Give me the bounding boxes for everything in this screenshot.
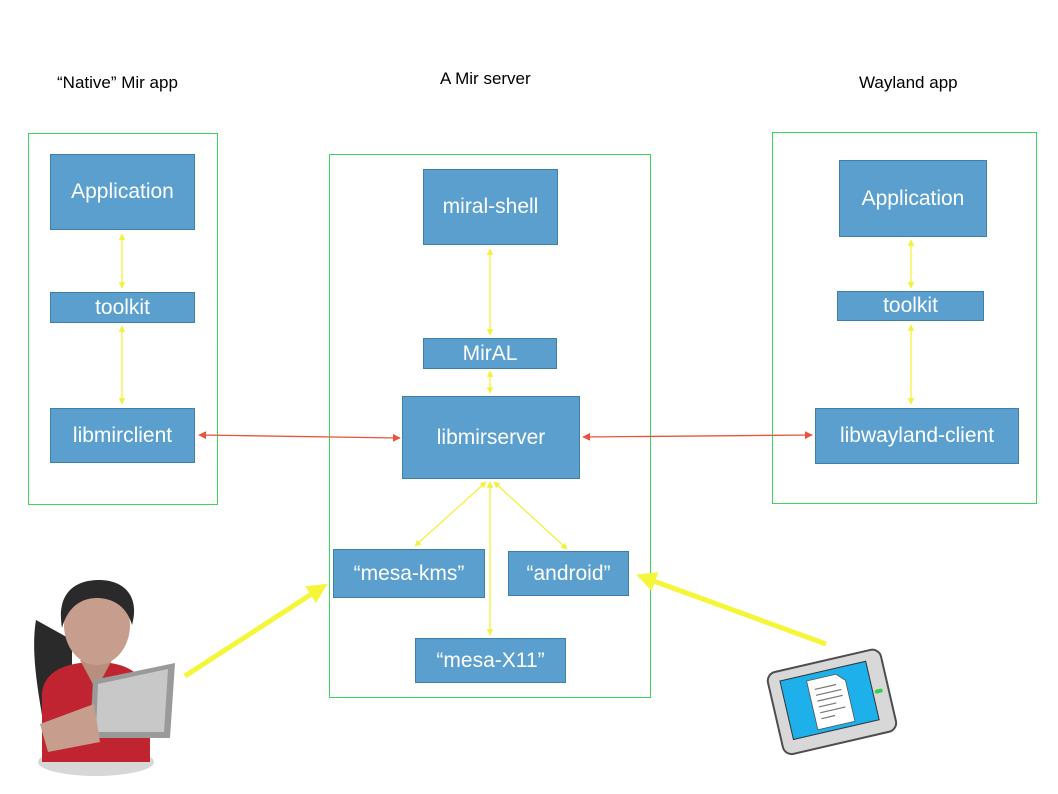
native-app-heading: “Native” Mir app [57,73,178,92]
libmirserver-box: libmirserver [402,396,580,479]
miral-shell-box: miral-shell [423,169,558,245]
arrow-server-kms [414,481,487,547]
native-toolkit-box: toolkit [50,292,195,323]
native-application-box: Application [50,154,195,230]
mir-server-heading: A Mir server [440,69,531,88]
arrow-mirclient-mirserver [198,431,401,442]
arrow-mirserver-waylandclient [582,431,813,441]
wayland-app-heading: Wayland app [859,73,958,92]
arrow-server-android [493,481,568,550]
libmirclient-box: libmirclient [50,408,195,463]
mesa-x11-box: “mesa-X11” [415,638,566,683]
mesa-kms-box: “mesa-kms” [333,549,485,598]
tablet-device-icon [766,648,898,756]
libwayland-client-box: libwayland-client [815,408,1019,464]
wayland-app-frame [772,132,1037,504]
miral-box: MirAL [423,338,557,369]
mir-server-frame [329,154,651,698]
user-with-laptop-icon [34,580,175,776]
android-box: “android” [508,551,629,596]
wayland-application-box: Application [839,160,987,237]
wayland-toolkit-box: toolkit [837,291,984,321]
arrow-user-to-kms [183,583,328,679]
arrow-tablet-to-android [636,572,827,647]
native-app-frame [28,133,218,505]
